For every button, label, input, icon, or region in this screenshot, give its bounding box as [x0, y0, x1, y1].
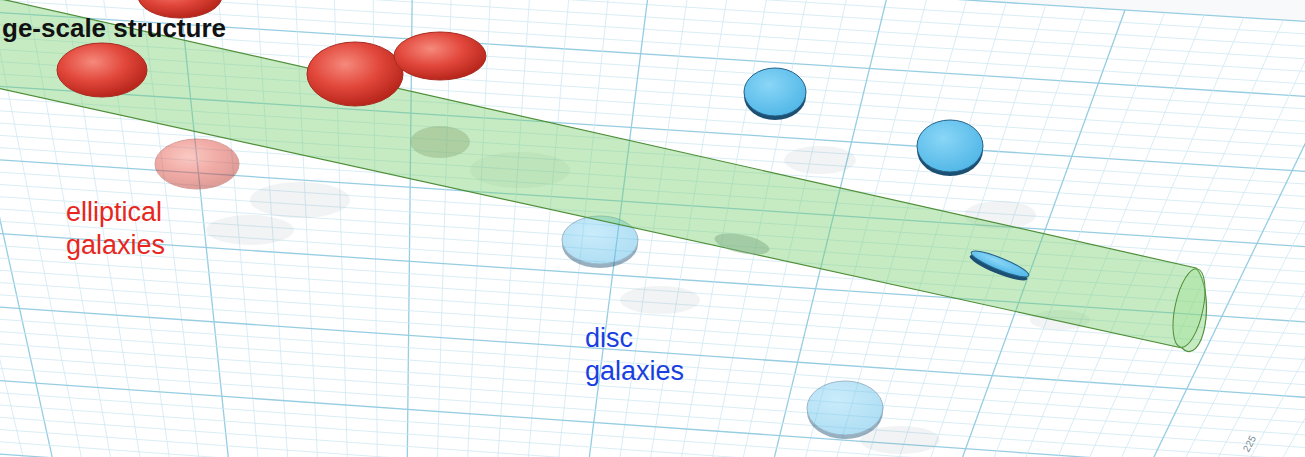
disc-galaxy	[807, 381, 883, 439]
shadow	[620, 286, 700, 314]
grid-line	[0, 395, 1305, 457]
grid-line	[1250, 40, 1305, 457]
grid-line	[0, 433, 1301, 457]
label: elliptical galaxies	[66, 196, 241, 262]
elliptical-galaxy	[57, 43, 147, 97]
disc-face	[807, 381, 883, 435]
shadow	[206, 215, 294, 245]
grid-line	[1053, 23, 1305, 457]
grid-line	[0, 445, 1294, 457]
disc-face	[744, 68, 806, 116]
grid-line	[0, 383, 1305, 457]
grid-line	[519, 0, 571, 457]
label: disc galaxies	[585, 322, 715, 388]
disc-galaxy	[917, 120, 983, 176]
grid-line	[1166, 33, 1305, 457]
disc-face	[917, 120, 983, 172]
grid-line	[1222, 38, 1305, 457]
filament-tube	[0, 0, 1206, 352]
elliptical-galaxy	[307, 42, 403, 106]
grid-line	[1138, 30, 1305, 457]
title: ge-scale structure	[2, 12, 422, 44]
grid-line	[491, 0, 532, 457]
elliptical-galaxy	[410, 126, 470, 158]
tube-end	[1167, 266, 1211, 350]
elliptical-galaxy	[155, 139, 239, 189]
grid-line	[1194, 35, 1305, 457]
grid-line	[0, 420, 1305, 457]
shadow	[784, 146, 856, 174]
disc-galaxy	[744, 68, 806, 120]
elliptical-galaxy	[394, 32, 486, 80]
grid-line	[1081, 25, 1305, 457]
disc-galaxy	[968, 247, 1031, 285]
grid-line	[1109, 28, 1305, 457]
disc-galaxy	[713, 229, 772, 258]
filament	[0, 0, 1211, 352]
disc-face	[969, 247, 1031, 281]
grid-line	[0, 408, 1305, 457]
shadow	[250, 182, 350, 218]
